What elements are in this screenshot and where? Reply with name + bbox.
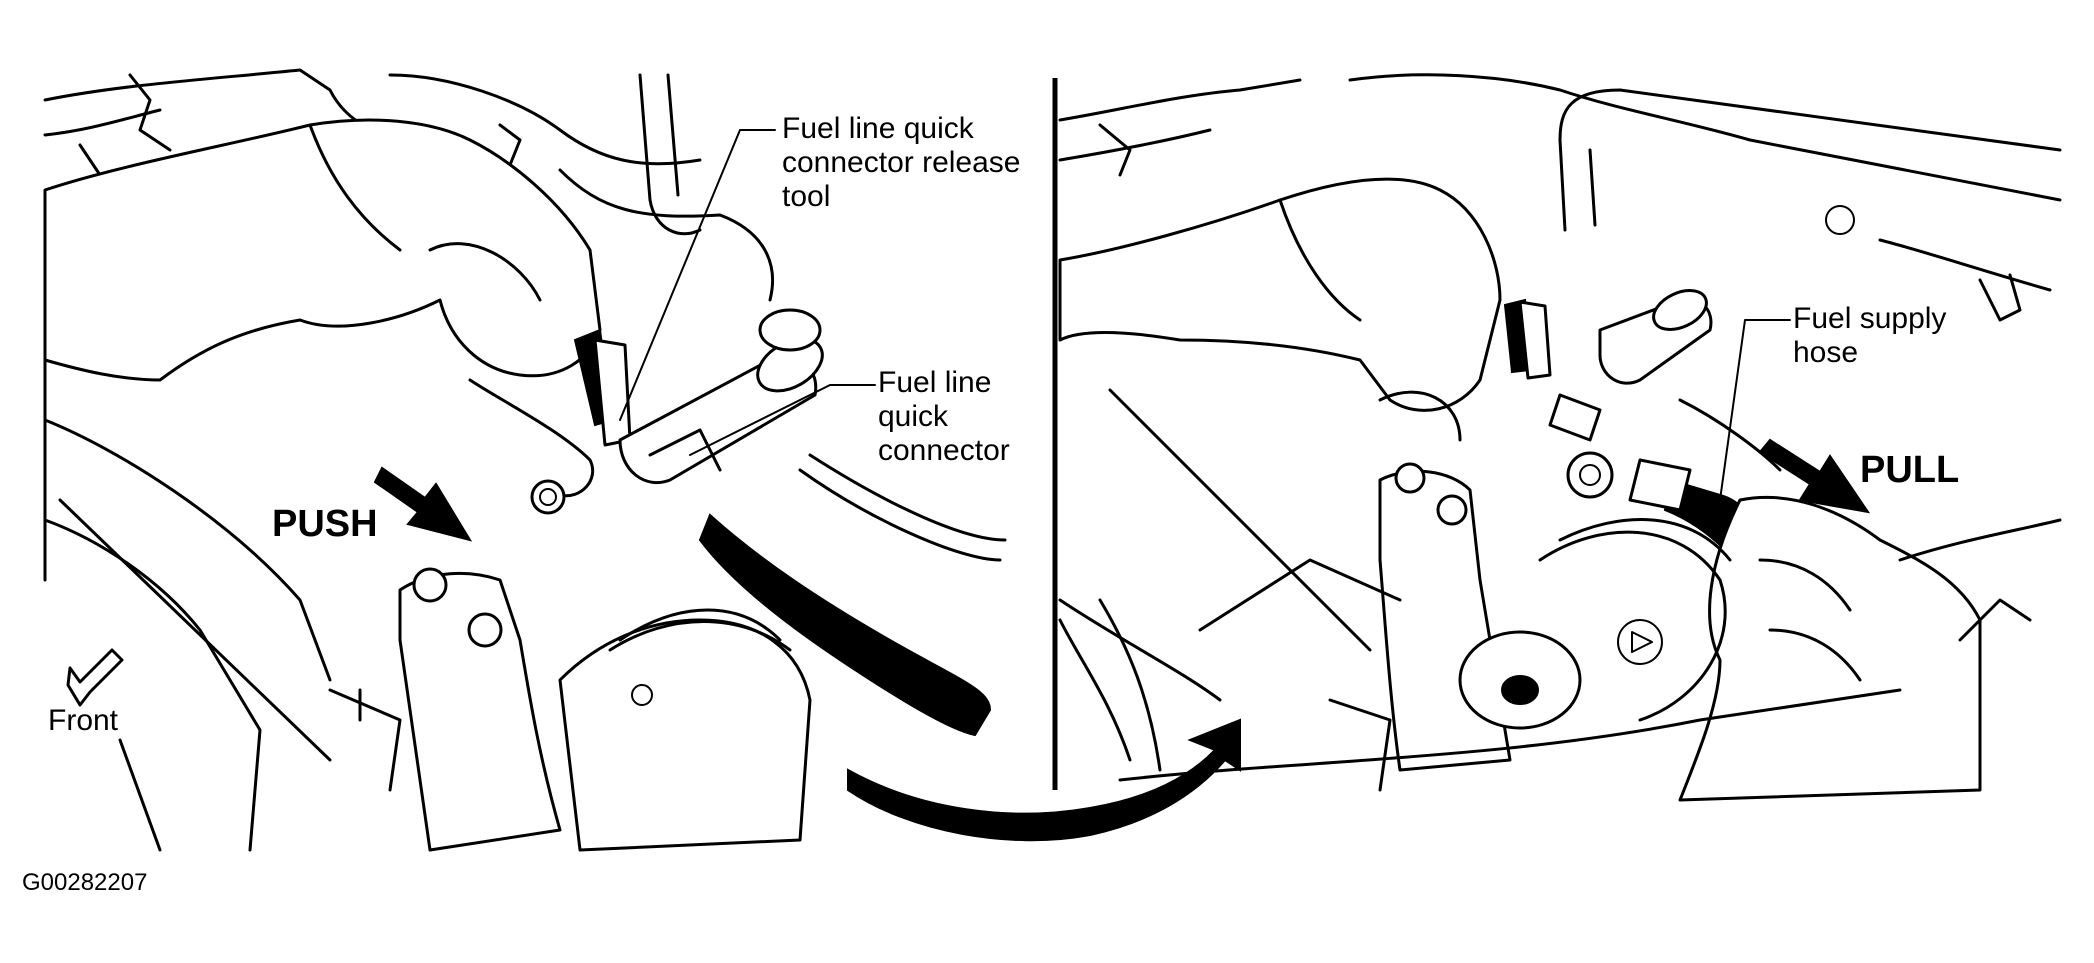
finger-outline (1758, 558, 1852, 612)
engine-outline (1898, 518, 2062, 562)
manifold-outline (118, 738, 162, 852)
left-panel (43, 68, 1007, 852)
corrugated-tube (1058, 618, 1132, 762)
connector-ring (758, 308, 822, 352)
push-arrow (373, 466, 473, 542)
callout-supply-hose-line2: hose (1793, 336, 1858, 369)
fuel-line (798, 468, 1002, 562)
callout-quick-connector-line2: quick (878, 400, 949, 433)
callout-release-tool-line3: tool (782, 180, 830, 213)
pipe-outline (1558, 88, 2062, 152)
hand-left (43, 118, 602, 382)
callout-quick-connector-line1: Fuel line (878, 366, 991, 399)
pipe-outline (1588, 148, 1597, 227)
pull-arrow (1758, 438, 1871, 514)
hand-crease (308, 123, 402, 252)
callout-release-tool-line2: connector release (782, 146, 1020, 179)
bolt (412, 567, 448, 603)
throttle-body-bore (1501, 675, 1539, 705)
bolt (1436, 494, 1468, 526)
figure-id: G00282207 (22, 869, 147, 896)
fuel-hose-left (698, 513, 992, 737)
engine-outline (1058, 128, 1212, 162)
pull-label: PULL (1860, 449, 1959, 491)
finger-outline (1768, 628, 1862, 682)
hand-right (1058, 177, 1502, 412)
leader-quick-connector (689, 384, 876, 456)
engine-outline (1058, 78, 1302, 122)
manifold-outline (43, 518, 262, 852)
clamp-screw (631, 684, 653, 706)
throttle-body (558, 618, 812, 852)
mount-hole (1825, 205, 1855, 235)
fuel-line (808, 453, 1007, 542)
fuel-line (1678, 398, 1782, 472)
callout-release-tool-line1: Fuel line quick (782, 112, 975, 145)
right-panel (1058, 73, 2062, 802)
throttle-cable (58, 498, 332, 762)
callout-supply-hose-line1: Fuel supply (1793, 302, 1946, 335)
throttle-cable (1108, 388, 1372, 652)
finger-outline (1378, 390, 1462, 442)
sensor-mark (1631, 631, 1653, 653)
front-label: Front (48, 704, 119, 737)
pipe-outline (638, 73, 702, 236)
push-label: PUSH (272, 503, 378, 545)
hose-clamp (618, 608, 782, 642)
clip-outline (1958, 598, 2032, 642)
hose-clamp (1558, 518, 1732, 562)
leader-release-tool (619, 129, 776, 421)
manifold-outline (43, 418, 332, 682)
clip-outline (1978, 273, 2022, 322)
release-tool (593, 338, 632, 447)
bolt (1566, 451, 1614, 499)
manifold-outline (1058, 598, 1222, 702)
leader-supply-hose (1719, 319, 1791, 501)
bolt (1394, 462, 1426, 494)
manifold-outline (1198, 558, 1402, 632)
bolt-center (539, 488, 557, 506)
pipe-outline (666, 73, 680, 197)
engine-outline (43, 108, 162, 137)
transition-arrow (847, 718, 1241, 842)
throttle-bracket (398, 572, 562, 852)
corrugated-tube (1098, 598, 1162, 772)
engine-outline (558, 168, 775, 302)
hose-clamp (608, 620, 792, 652)
engine-outline (1348, 73, 2062, 202)
hose-end-fitting (1628, 458, 1692, 512)
sensor-cap (1617, 619, 1663, 665)
throttle-body (1538, 530, 1727, 722)
callout-quick-connector-line3: connector (878, 434, 1010, 467)
bolt-center (1579, 464, 1601, 486)
release-tool-right (1518, 300, 1552, 380)
fuel-line-end (1548, 393, 1602, 442)
connector-port (1652, 289, 1708, 331)
finger-outline (468, 378, 595, 498)
sensor-outline (1328, 698, 1392, 792)
connector-detail (648, 428, 722, 472)
bolt (530, 479, 566, 515)
front-arrow-icon (66, 648, 124, 707)
hand-crease (1278, 198, 1362, 322)
engine-outline (1878, 238, 2052, 292)
finger-outline (428, 242, 542, 302)
clip-outline (498, 123, 522, 167)
pipe-outline (1558, 138, 1567, 232)
bracket-outline (1098, 123, 1132, 177)
bolt (467, 612, 503, 648)
bracket-outline (128, 73, 172, 152)
sensor-outline (328, 688, 402, 792)
